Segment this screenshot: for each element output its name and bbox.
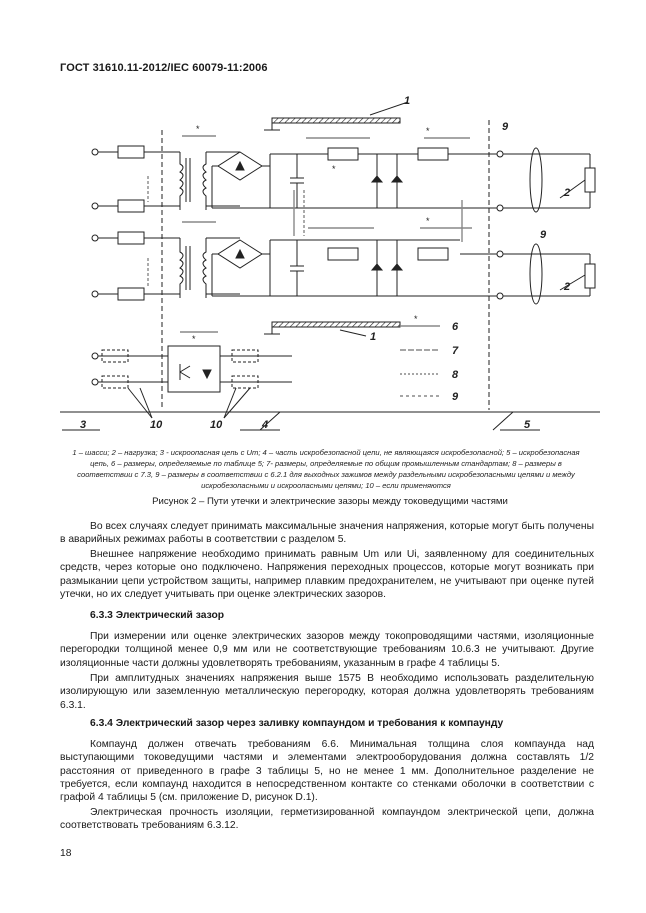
label-2-top: 2 (563, 187, 570, 199)
label-9-middle: 9 (540, 229, 547, 241)
paragraph-2: Внешнее напряжение необходимо принимать … (60, 549, 594, 600)
figure-caption: Рисунок 2 – Пути утечки и электрические … (152, 496, 508, 507)
label-1-top: 1 (404, 95, 410, 107)
section-heading-6-3-3: 6.3.3 Электрический зазор (90, 610, 225, 621)
paragraph-6: Электрическая прочность изоляции, гермет… (60, 807, 594, 832)
chassis-bar-top (271, 117, 401, 124)
star-mark: * (414, 314, 418, 324)
star-mark: * (426, 216, 430, 226)
label-3: 3 (80, 419, 86, 431)
legend-label-8: 8 (452, 369, 459, 381)
star-mark: * (426, 126, 430, 136)
label-1-bottom: 1 (370, 331, 376, 343)
label-4: 4 (261, 419, 268, 431)
star-mark: * (192, 334, 196, 344)
legend-label-6: 6 (452, 321, 459, 333)
legend-label-7: 7 (452, 345, 459, 357)
document-header: ГОСТ 31610.11-2012/IEC 60079-11:2006 (60, 62, 268, 74)
paragraph-5: Компаунд должен отвечать требованиям 6.6… (60, 739, 594, 804)
label-5: 5 (524, 419, 531, 431)
chassis-bar-bottom (271, 321, 401, 328)
page-number: 18 (60, 848, 72, 859)
paragraph-4: При амплитудных значениях напряжения выш… (60, 673, 594, 711)
paragraph-1: Во всех случаях следует принимать максим… (60, 521, 594, 546)
legend-label-9: 9 (452, 391, 459, 403)
paragraph-3: При измерении или оценке электрических з… (60, 631, 594, 669)
figure-legend: 1 – шасси; 2 – нагрузка; 3 - искроопасна… (72, 448, 580, 490)
circuit-diagram: 1 1 2 2 3 4 5 6 7 8 9 9 9 10 10 * * * * … (60, 95, 600, 431)
label-10-left: 10 (150, 419, 163, 431)
star-mark: * (196, 124, 200, 134)
section-heading-6-3-4: 6.3.4 Электрический зазор через заливку … (90, 718, 504, 729)
star-mark: * (332, 164, 336, 174)
label-9-top: 9 (502, 121, 509, 133)
label-2-bottom: 2 (563, 281, 570, 293)
label-10-right: 10 (210, 419, 223, 431)
